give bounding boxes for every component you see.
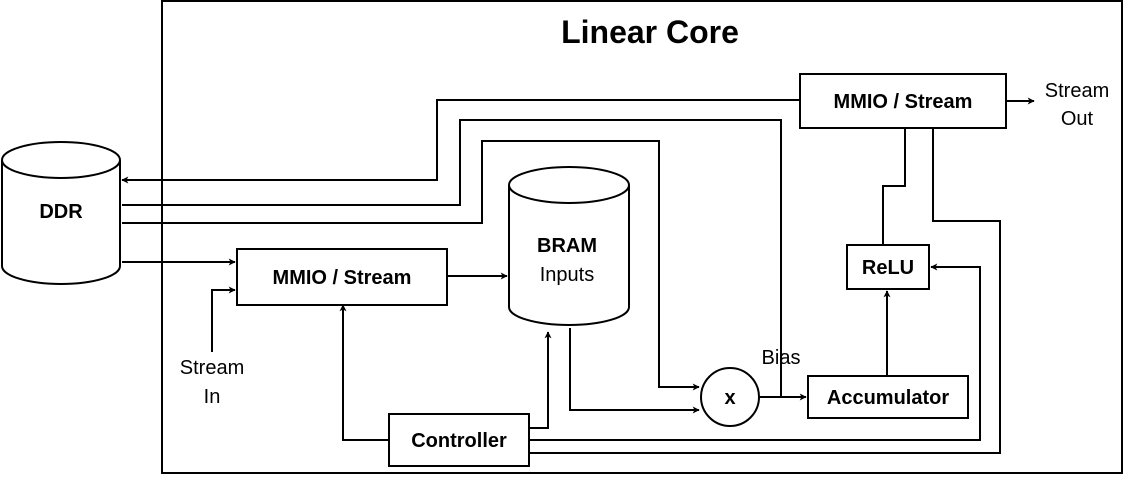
wire-controller-to-bram	[529, 331, 552, 429]
mmio-out-label: MMIO / Stream	[834, 91, 973, 113]
core-title: Linear Core	[561, 14, 739, 50]
wire-ddr-to-multiplier	[122, 140, 700, 391]
wire-controller-to-mmio-in	[339, 304, 389, 441]
wire-relu-to-mmio-out	[882, 128, 906, 245]
controller-label: Controller	[411, 430, 507, 452]
wire-ddr-bias	[122, 119, 782, 397]
connections	[121, 97, 1035, 454]
wire-controller-to-relu	[529, 263, 981, 441]
bram-node: BRAM Inputs	[508, 166, 630, 326]
accumulator-node: Accumulator	[807, 375, 969, 419]
stream-out-label-line1: Stream	[1045, 80, 1109, 102]
accumulator-label: Accumulator	[827, 387, 949, 409]
ddr-label: DDR	[39, 201, 83, 223]
mmio-in-label: MMIO / Stream	[273, 267, 412, 289]
wire-bram-to-multiplier	[569, 328, 700, 414]
ddr-node: DDR	[1, 141, 121, 285]
stream-out-label-line2: Out	[1061, 108, 1094, 130]
bias-label: Bias	[762, 347, 801, 369]
multiplier-node: x	[700, 367, 760, 427]
wire-controller-to-mmio-out	[529, 128, 1001, 454]
wire-mmio-out-to-ddr	[121, 99, 800, 184]
bram-subtitle: Inputs	[540, 264, 594, 286]
mmio-stream-out-node: MMIO / Stream	[799, 73, 1007, 129]
relu-node: ReLU	[846, 244, 930, 290]
controller-node: Controller	[388, 413, 530, 467]
relu-label: ReLU	[862, 257, 914, 279]
multiplier-label: x	[724, 387, 735, 409]
linear-core-frame	[161, 0, 1123, 474]
wire-stream-in	[211, 286, 236, 352]
mmio-stream-in-node: MMIO / Stream	[236, 248, 448, 306]
bram-title: BRAM	[537, 235, 597, 257]
stream-in-label-line1: Stream	[180, 357, 244, 379]
stream-in-label-line2: In	[204, 386, 221, 408]
